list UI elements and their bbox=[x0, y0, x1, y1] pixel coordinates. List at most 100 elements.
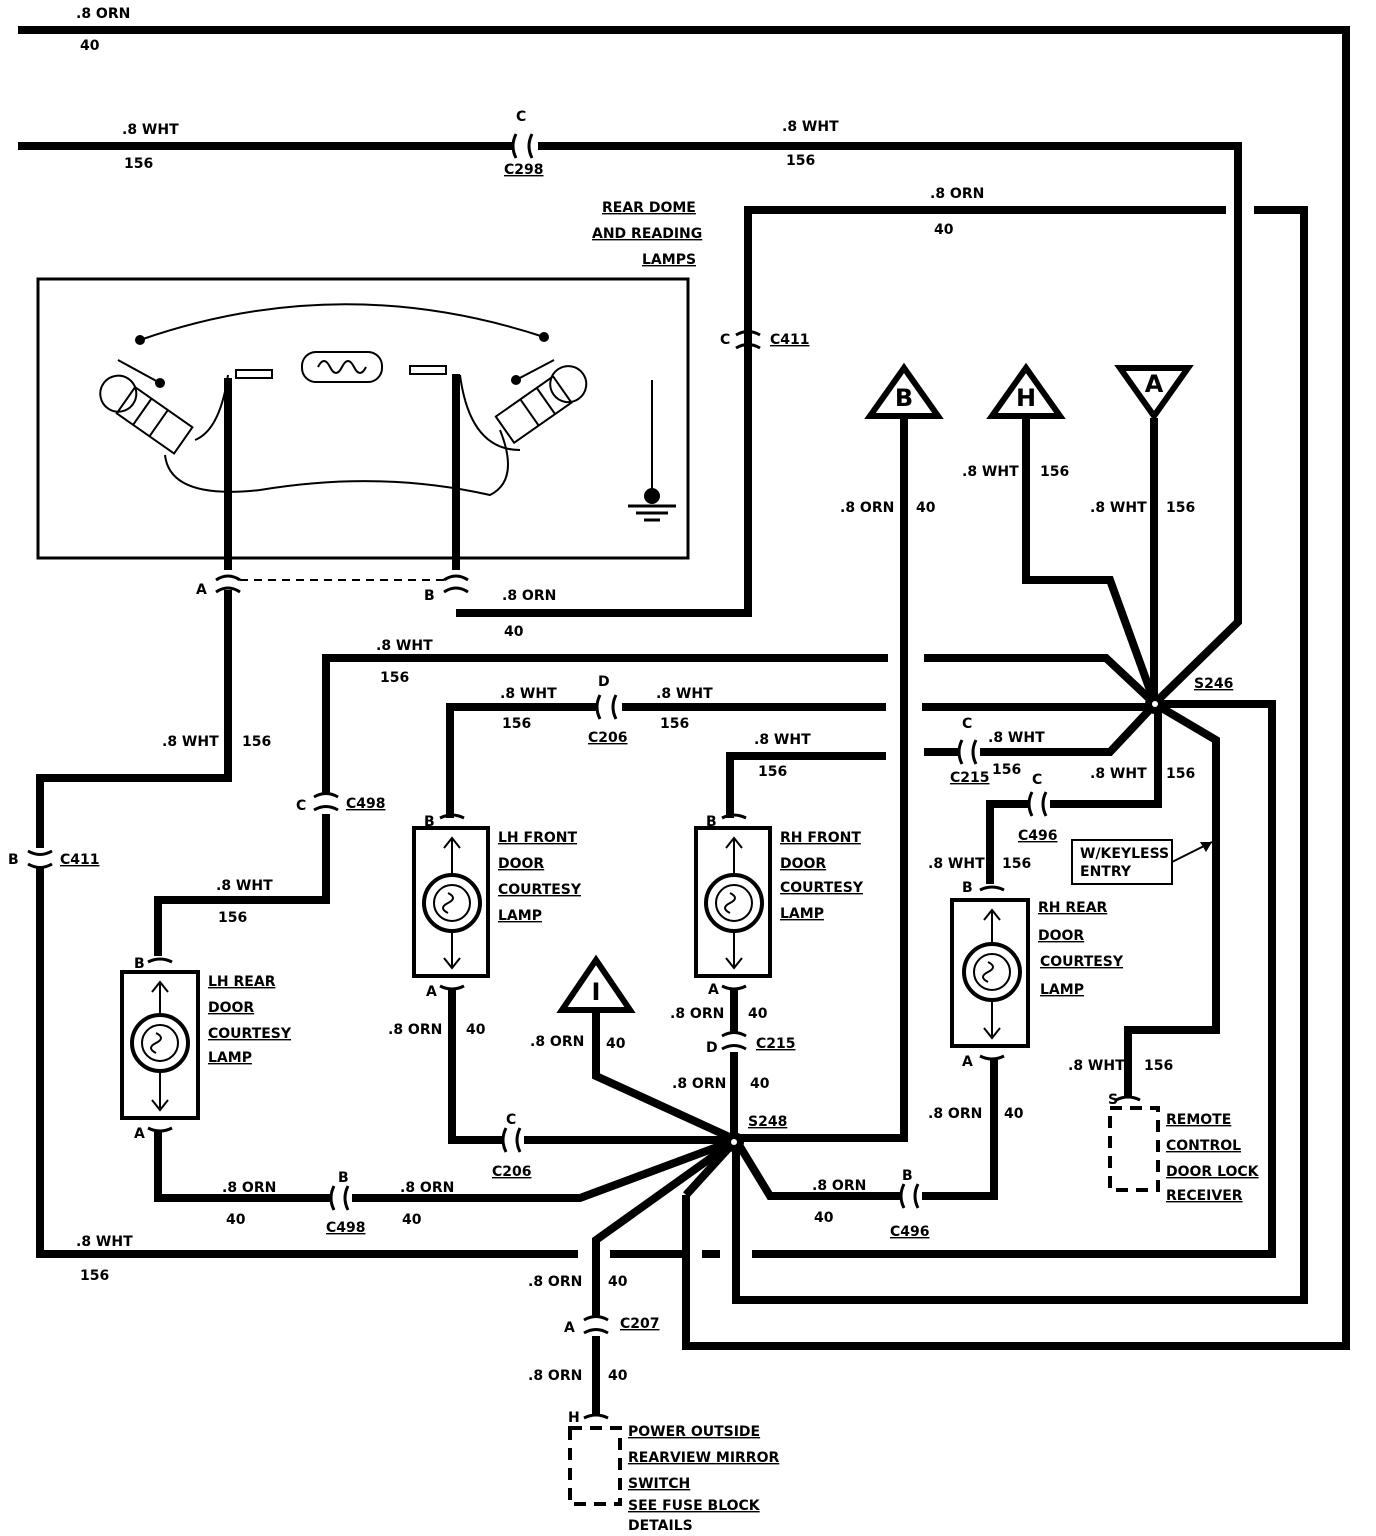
c496-upper-label: C496 bbox=[1018, 828, 1058, 844]
wire-wht-156-left-vert bbox=[36, 868, 578, 1258]
c206-lower-label: C206 bbox=[492, 1164, 532, 1180]
splice-labels: S246 S248 bbox=[748, 676, 1233, 1130]
rh-rear-label-4: LAMP bbox=[1040, 982, 1084, 998]
lh-rear-label-1: LH REAR bbox=[208, 974, 276, 990]
lh-rear-lamp-bulb-icon bbox=[130, 1013, 190, 1073]
left-lamp-switch-lever bbox=[117, 359, 161, 384]
label-top-wht-left-circuit: 156 bbox=[124, 156, 153, 172]
dome-pin-b-connector-icon bbox=[443, 574, 469, 582]
label-c215-orn-circuit: 40 bbox=[750, 1076, 770, 1092]
mirror-switch-label-2: REARVIEW MIRROR bbox=[628, 1450, 779, 1466]
label-c215-orn-gauge: .8 ORN bbox=[672, 1076, 726, 1092]
label-c498b-gauge: .8 ORN bbox=[400, 1180, 454, 1196]
rh-rear-label-2: DOOR bbox=[1038, 928, 1084, 944]
c215-upper-pin-label: C bbox=[962, 716, 972, 732]
label-c496-wht-circuit: 156 bbox=[1002, 856, 1031, 872]
left-reading-lamp-bulb bbox=[99, 374, 194, 455]
label-lhf-bottom-gauge: .8 ORN bbox=[388, 1022, 442, 1038]
label-rhf-bottom-circuit: 40 bbox=[748, 1006, 768, 1022]
lh-rear-label-3: COURTESY bbox=[208, 1026, 292, 1042]
label-upper-orn-circuit: 40 bbox=[934, 222, 954, 238]
triangle-h-label: H bbox=[1016, 384, 1036, 412]
wire-orn-40-lhr bbox=[154, 1132, 330, 1202]
triangle-a bbox=[1114, 365, 1194, 422]
rear-dome-lamp-assembly bbox=[36, 277, 690, 581]
c215-upper-connector-icon bbox=[957, 739, 964, 765]
label-b-tri-gauge: .8 ORN bbox=[840, 500, 894, 516]
lh-rear-door-lamp bbox=[120, 957, 200, 1133]
label-a-tri-circuit: 156 bbox=[1166, 500, 1195, 516]
rh-rear-label-3: COURTESY bbox=[1040, 954, 1124, 970]
c206-lower-pin-label: C bbox=[506, 1112, 516, 1128]
label-bottom-wht-circuit: 156 bbox=[80, 1268, 109, 1284]
label-c207-bottom-circuit: 40 bbox=[608, 1368, 628, 1384]
wire-wht-156-c206 bbox=[446, 703, 596, 818]
wire-wht-156-c215-right bbox=[980, 701, 1158, 756]
wire-wht-156-lhr bbox=[154, 814, 330, 956]
wire-wht-156-c496 bbox=[986, 800, 1028, 884]
c411-upper-pin-label: C bbox=[720, 332, 730, 348]
c207-connector-icon bbox=[583, 1315, 609, 1322]
label-top-orn-gauge: .8 ORN bbox=[76, 6, 130, 22]
c207-pin-label: A bbox=[564, 1320, 575, 1336]
c215-lower-connector-icon bbox=[721, 1031, 747, 1038]
remote-control-door-lock-receiver bbox=[1108, 1095, 1160, 1192]
label-top-orn-circuit: 40 bbox=[80, 38, 100, 54]
lh-rear-label-2: DOOR bbox=[208, 1000, 254, 1016]
wire-orn-40-upper bbox=[456, 330, 752, 617]
c206-lower-connector-icon bbox=[501, 1127, 508, 1153]
mirror-pin: H bbox=[568, 1410, 580, 1426]
c498-upper-label: C498 bbox=[346, 796, 386, 812]
s246-splice-center bbox=[1152, 701, 1158, 707]
c498-lower-pin-label: B bbox=[338, 1170, 349, 1186]
triangle-h bbox=[986, 362, 1066, 419]
keyless-note-line2: ENTRY bbox=[1080, 864, 1132, 880]
label-lhf-bottom-circuit: 40 bbox=[466, 1022, 486, 1038]
wire-wht-156-keyless bbox=[1124, 700, 1220, 1098]
connector-labels: C C298 C C411 A B B C411 C C498 D C206 C… bbox=[8, 109, 1058, 1336]
label-c207-top-gauge: .8 ORN bbox=[528, 1274, 582, 1290]
wire-wht-156-top-right bbox=[538, 142, 1242, 706]
wire-wht-156-rhf bbox=[726, 752, 886, 818]
power-outside-mirror-switch bbox=[568, 1413, 622, 1506]
lh-front-door-lamp bbox=[412, 813, 490, 991]
label-dome-b-circuit: 40 bbox=[504, 624, 524, 640]
receiver-pin: S bbox=[1108, 1092, 1118, 1108]
c498-upper-pin-label: C bbox=[296, 798, 306, 814]
rhf-top-pin: B bbox=[706, 814, 717, 830]
c496-lower-connector-icon bbox=[899, 1183, 906, 1209]
dome-switch-pivot-left bbox=[135, 335, 145, 345]
c206-upper-label: C206 bbox=[588, 730, 628, 746]
rh-front-label-1: RH FRONT bbox=[780, 830, 861, 846]
lhf-bottom-pin: A bbox=[426, 984, 437, 1000]
wire-orn-40-c498-b bbox=[352, 1136, 738, 1202]
c215-lower-label: C215 bbox=[756, 1036, 796, 1052]
lamp-pin-labels: B A B A B A B A S H bbox=[134, 814, 1118, 1426]
label-top-wht-left-gauge: .8 WHT bbox=[122, 122, 179, 138]
rear-dome-label-3: LAMPS bbox=[642, 252, 696, 268]
mirror-switch-label-1: POWER OUTSIDE bbox=[628, 1424, 760, 1440]
receiver-label-4: RECEIVER bbox=[1166, 1188, 1243, 1204]
dome-pin-b-label: B bbox=[424, 588, 435, 604]
dome-lamp-bulb bbox=[301, 351, 383, 383]
triangle-b-label: B bbox=[895, 384, 913, 412]
wire-wht-156-mid bbox=[322, 654, 888, 794]
wire-orn-40-c207 bbox=[592, 1136, 739, 1318]
label-left-vert-gauge: .8 WHT bbox=[162, 734, 219, 750]
label-lhr-top-circuit: 156 bbox=[218, 910, 247, 926]
label-c206-right-circuit: 156 bbox=[660, 716, 689, 732]
label-c206-right-gauge: .8 WHT bbox=[656, 686, 713, 702]
label-rhf-top-circuit: 156 bbox=[758, 764, 787, 780]
c498-lower-label: C498 bbox=[326, 1220, 366, 1236]
lh-front-label-3: COURTESY bbox=[498, 882, 582, 898]
label-keyless-wire-circuit: 156 bbox=[1144, 1058, 1173, 1074]
rh-front-label-4: LAMP bbox=[780, 906, 824, 922]
label-c498b-circuit: 40 bbox=[402, 1212, 422, 1228]
label-c215-wht-circuit: 156 bbox=[992, 762, 1021, 778]
dome-terminal-left bbox=[235, 369, 273, 379]
label-c207-bottom-gauge: .8 ORN bbox=[528, 1368, 582, 1384]
dome-switch-pivot-right bbox=[539, 332, 549, 342]
wire-wht-156-mid-2 bbox=[924, 654, 1158, 707]
label-c206-left-circuit: 156 bbox=[502, 716, 531, 732]
